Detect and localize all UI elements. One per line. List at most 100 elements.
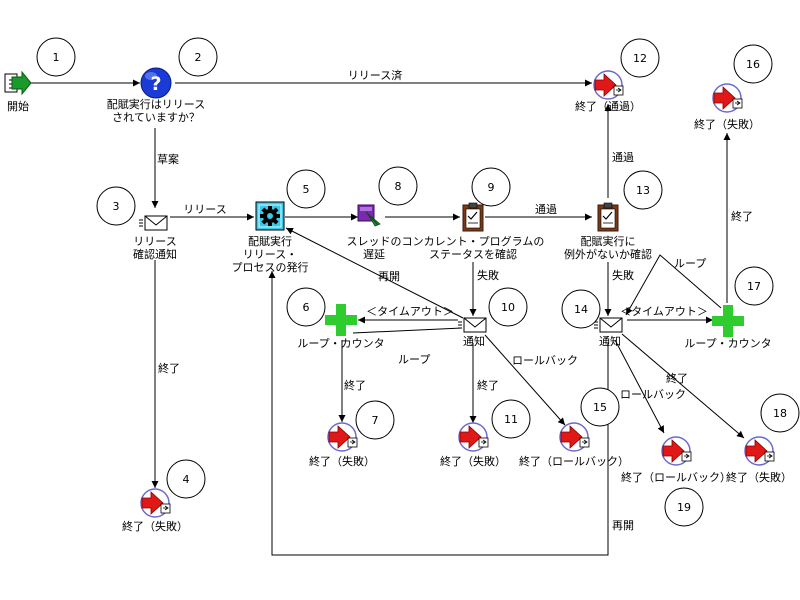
edge-14-5 (268, 271, 609, 556)
edge-label-end-14-18: 終了 (666, 371, 688, 385)
end-icon (661, 436, 692, 466)
edge-14-18 (621, 333, 745, 439)
node-number: 11 (504, 413, 518, 426)
node-number: 6 (303, 301, 310, 314)
edge-label-rollback-10: ロールバック (512, 354, 578, 367)
edge-label-rollback-14: ロールバック (620, 388, 686, 401)
question-icon: ? (140, 67, 172, 99)
edge-label-reopen-10: 再開 (378, 270, 400, 283)
node-label-line: 配賦実行 (248, 234, 292, 248)
edge-10-5 (285, 227, 464, 319)
node-label-line: 終了（ロールバック） (519, 454, 629, 468)
envelope-icon (458, 317, 487, 333)
clipboard-icon (462, 202, 484, 232)
node-end-passed-12[interactable]: 12 終了（通過） (575, 38, 660, 113)
end-icon (593, 70, 624, 100)
node-number-circle (733, 44, 773, 84)
node-number-circle (561, 289, 601, 329)
node-label-line: 開始 (7, 99, 29, 113)
node-number: 8 (395, 180, 402, 193)
node-number: 12 (633, 52, 647, 65)
node-number-circle (471, 167, 511, 207)
node-label-line: ループ・カウンタ (297, 337, 384, 350)
node-number-circle (378, 166, 418, 206)
node-number-circle (734, 266, 774, 306)
node-label-line: スレッドの (347, 235, 402, 248)
gear-icon (255, 201, 285, 231)
node-number: 15 (593, 401, 607, 414)
edge-label-end-6-7: 終了 (344, 378, 366, 392)
node-label-line: 通知 (599, 334, 621, 348)
edge-labels: リリース済 草案 リリース 終了 再開 通過 失敗 ＜タイムアウト＞ ループ 終… (157, 68, 753, 532)
node-loop-counter-6[interactable]: 6 ループ・カウンタ (286, 287, 385, 350)
edge-label-draft: 草案 (157, 152, 179, 166)
node-label-line: ステータスを確認 (429, 247, 517, 261)
end-icon (140, 488, 171, 518)
edge-label-reopen-14: 再開 (612, 519, 634, 532)
edge-label-fail-9-10: 失敗 (477, 268, 499, 282)
node-label-line: 終了（失敗） (122, 519, 188, 533)
node-end-rollback-15[interactable]: 15 終了（ロールバック） (519, 387, 629, 468)
node-end-failed-4[interactable]: 4 終了（失敗） (122, 459, 206, 533)
node-label-line: ループ・カウンタ (684, 337, 771, 350)
loop-counter-icon (325, 304, 357, 336)
node-label-line: されていますか？ (112, 111, 200, 124)
node-number-circle (166, 459, 206, 499)
node-notify-14[interactable]: 14 通知 (561, 289, 623, 348)
wait-icon (357, 204, 381, 227)
node-label-line: 終了（ロールバック） (621, 470, 731, 484)
node-number: 4 (183, 473, 190, 486)
edge-label-end-17-16: 終了 (731, 209, 753, 223)
node-number-circle (760, 393, 800, 433)
node-number: 3 (113, 200, 120, 213)
node-number: 7 (372, 414, 379, 427)
node-label-line: リリース・ (243, 248, 297, 261)
node-label-line: 例外がないか確認 (564, 247, 652, 261)
start-arrow-icon (4, 70, 32, 96)
node-label-line: 確認通知 (133, 247, 177, 261)
edge-label-timeout-10: ＜タイムアウト＞ (366, 305, 454, 318)
node-number-circle (664, 487, 704, 527)
edge-label-loop-6: ループ (398, 353, 430, 366)
node-end-failed-7[interactable]: 7終了（失敗） (309, 400, 395, 468)
edge-label-end-10-11: 終了 (477, 378, 499, 392)
node-number-circle (620, 38, 660, 78)
envelope-icon (594, 317, 623, 333)
node-label-line: 終了（通過） (575, 99, 641, 113)
node-end-failed-11[interactable]: 11 終了（失敗） (440, 399, 531, 468)
node-label-line: 終了（失敗） (726, 470, 792, 484)
edge-6-10 (352, 327, 463, 334)
edge-label-end-3-4: 終了 (158, 361, 180, 375)
edge-label-pass-13-12: 通過 (612, 151, 634, 164)
node-label-line: 終了（失敗） (440, 454, 506, 468)
node-label-line: 配賦実行はリリース (107, 97, 205, 111)
node-label-line: 配賦実行に (581, 234, 636, 248)
node-number-circle (355, 400, 395, 440)
node-number: 5 (303, 183, 310, 196)
edge-label-release: リリース (183, 203, 226, 216)
node-number-circle (286, 169, 326, 209)
node-number: 14 (574, 303, 588, 316)
node-number-circle (286, 287, 326, 327)
end-icon (458, 422, 489, 452)
node-number-circle (488, 287, 528, 327)
node-label-line: リリース (133, 235, 176, 248)
node-start[interactable]: 1開始 (4, 37, 76, 113)
node-number: 13 (636, 184, 650, 197)
edge-label-released: リリース済 (348, 68, 402, 82)
node-number: 9 (488, 181, 495, 194)
node-label-line: コンカレント・プログラムの (402, 234, 545, 248)
edge-10-15 (484, 334, 566, 426)
edge-17-14 (625, 254, 722, 316)
